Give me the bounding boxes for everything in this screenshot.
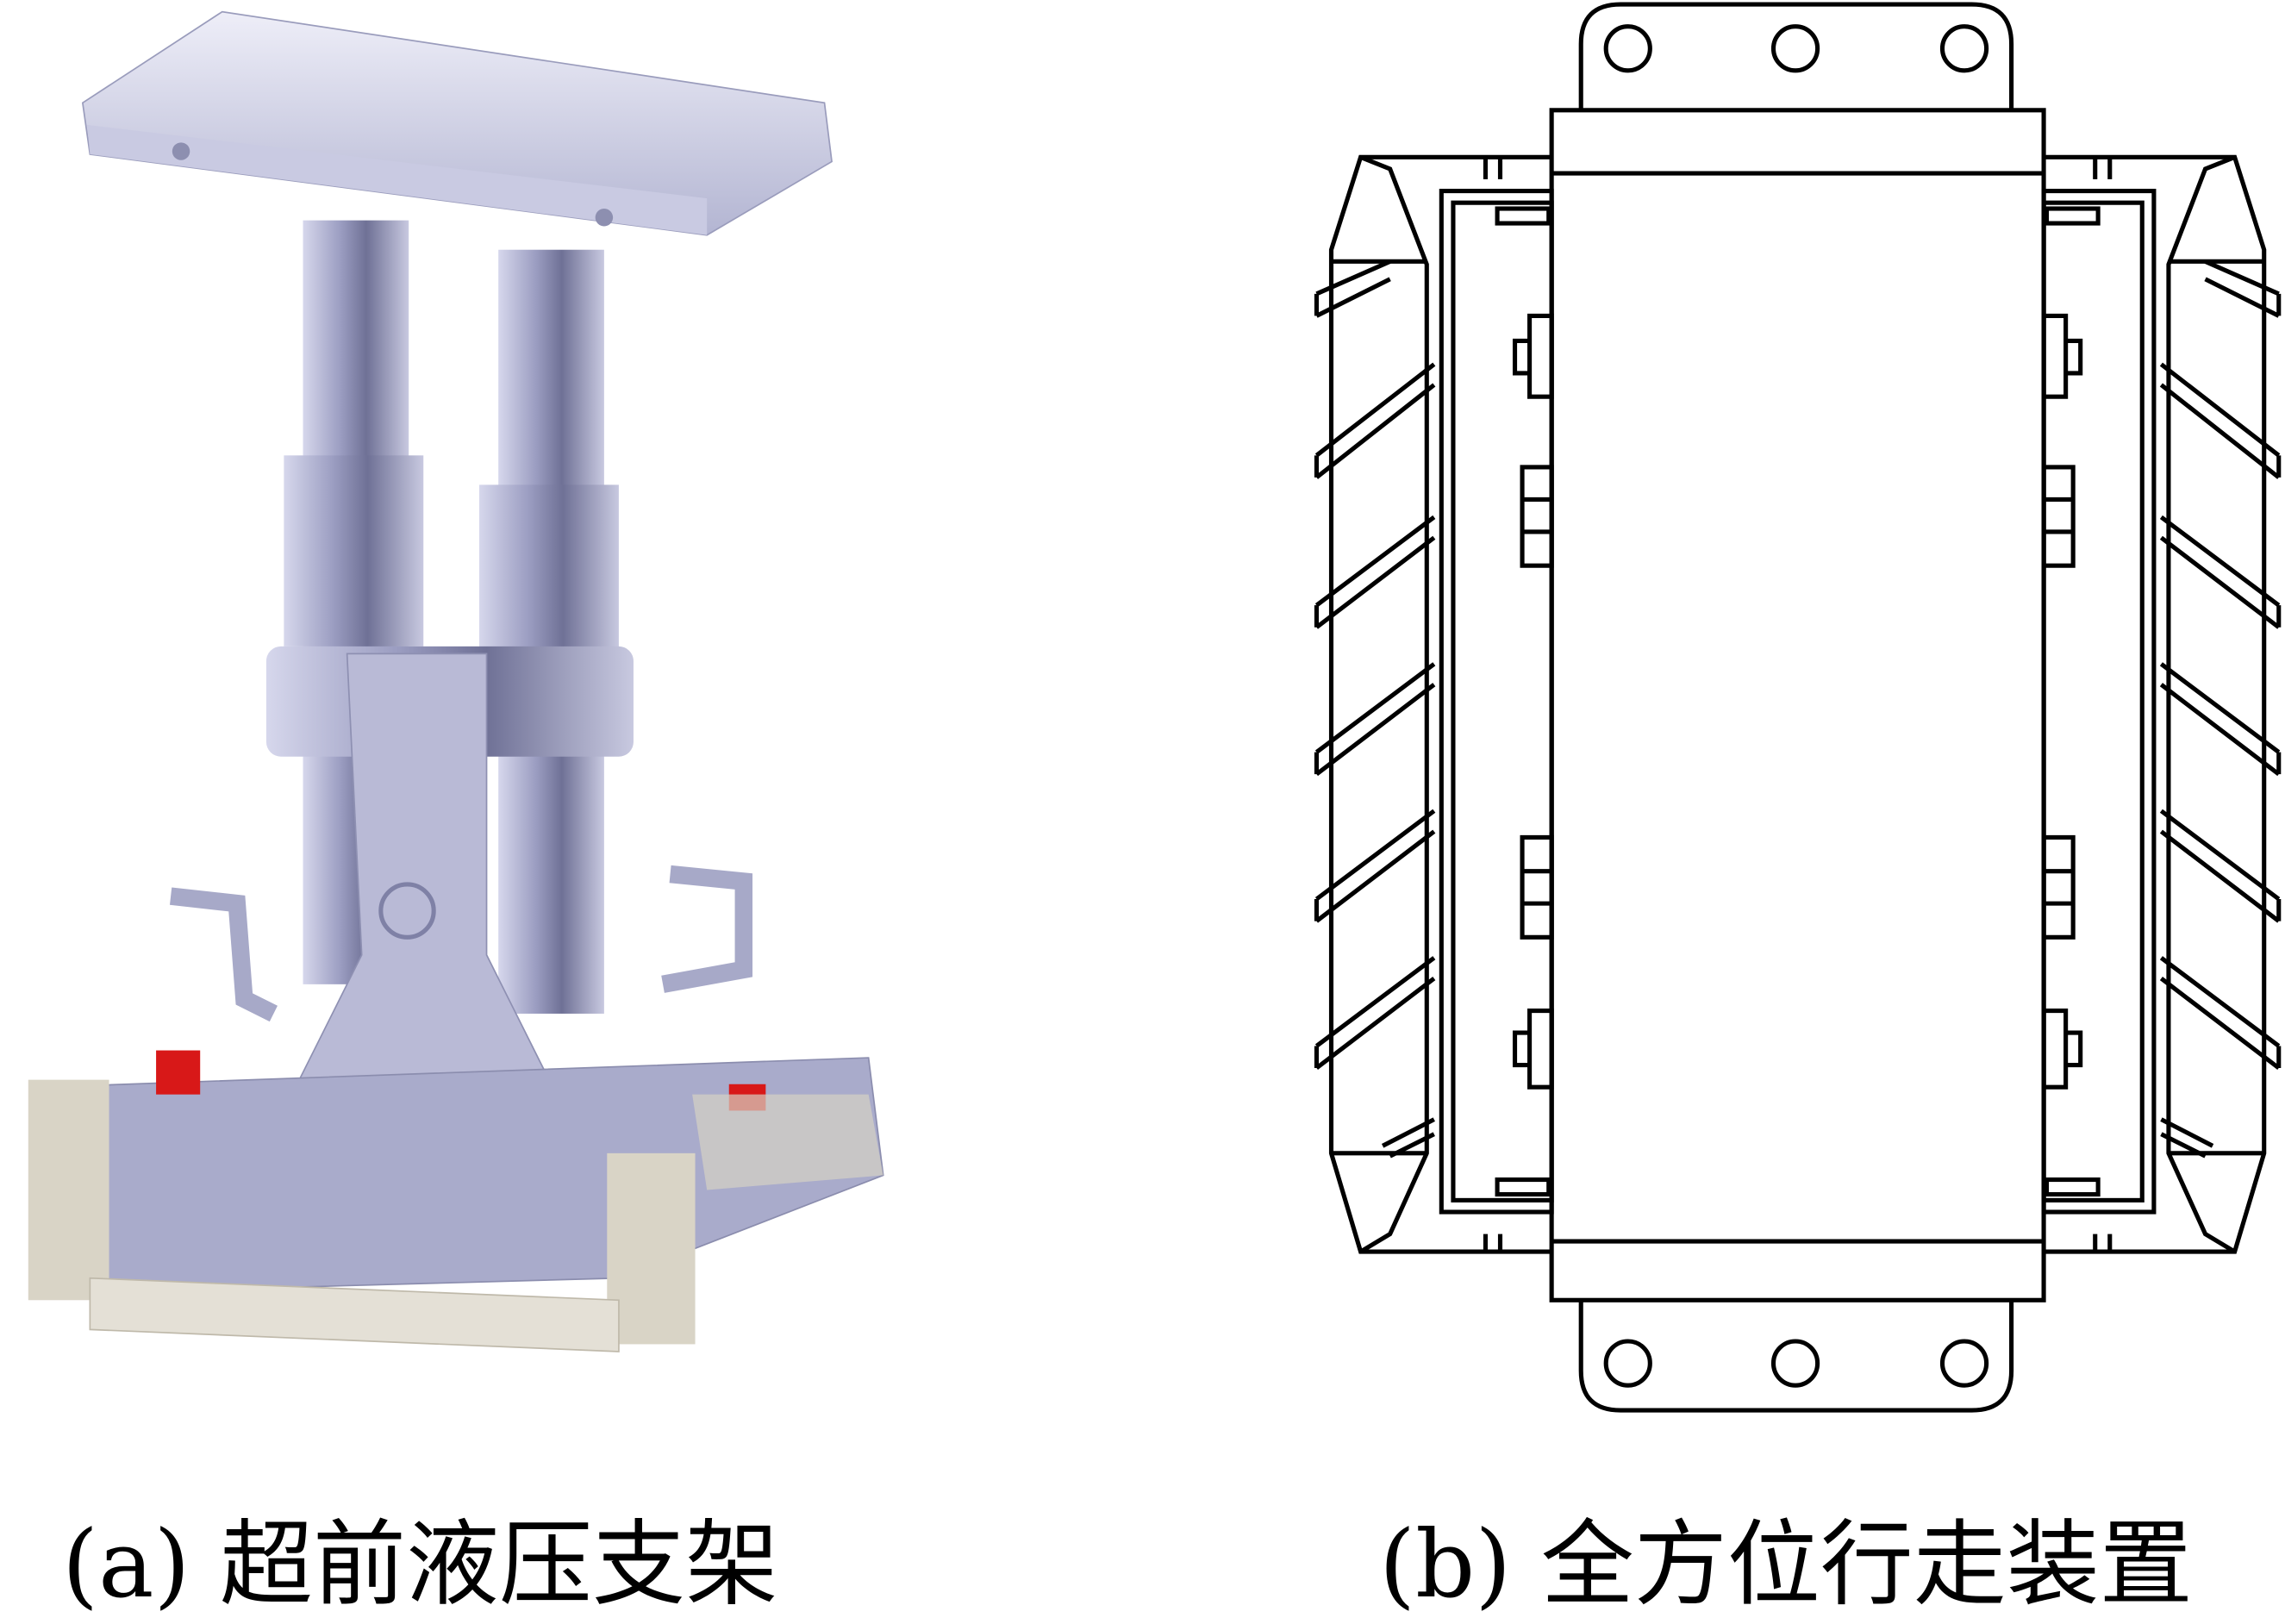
bottom-lug-plate bbox=[1578, 1300, 2014, 1413]
red-actuator-left bbox=[156, 1050, 201, 1095]
main-body bbox=[1549, 108, 2046, 1302]
track-assembly-left bbox=[1314, 154, 1554, 1254]
track-slats bbox=[1314, 259, 1436, 1159]
hydraulic-support-render bbox=[28, 10, 884, 1352]
top-lug-plate bbox=[1578, 2, 2014, 110]
walking-device-drawing bbox=[1314, 2, 2279, 1413]
track-assembly-right bbox=[2044, 157, 2279, 1252]
track-right bbox=[607, 1152, 696, 1345]
caption-b: (b) 全方位行走装置 bbox=[1379, 1511, 2193, 1619]
track-left bbox=[28, 1079, 109, 1301]
caption-a: (a) 超前液压支架 bbox=[62, 1511, 778, 1619]
